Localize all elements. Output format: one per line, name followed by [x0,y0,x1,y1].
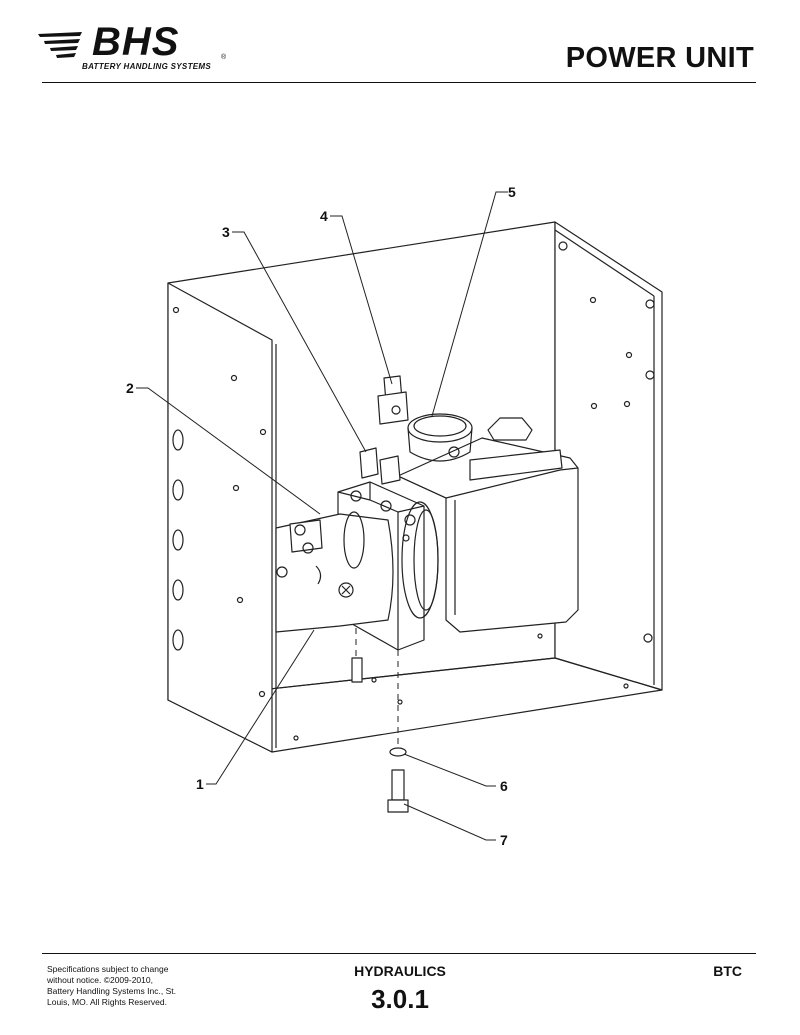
mounting-bolt [387,769,409,813]
logo-registered-mark: ® [221,54,227,61]
logo-tagline: BATTERY HANDLING SYSTEMS [82,62,211,71]
callout-leaders [136,191,508,841]
enclosure-box [167,221,663,753]
footer-disclaimer: Specifications subject to change without… [47,964,176,1007]
speed-lines-icon [38,32,82,58]
footer-divider [42,953,756,954]
alignment-lines [355,628,399,748]
callout-4: 4 [320,208,328,224]
footer-model: BTC [713,963,742,979]
callout-5: 5 [508,184,516,200]
callout-6: 6 [500,778,508,794]
valve-tee [377,375,409,425]
page-title: POWER UNIT [565,42,754,74]
electric-motor [275,511,394,633]
bhs-logo: BHS ® BATTERY HANDLING SYSTEMS [36,18,236,76]
logo-wordmark: BHS [92,20,180,64]
pressure-gauge [407,413,473,462]
callout-1: 1 [196,776,204,792]
footer-page-number: 3.0.1 [371,984,429,1014]
header-divider [42,82,756,83]
hydraulic-fittings [359,447,401,485]
reservoir-tank [397,417,579,633]
power-unit-exploded-drawing: 1 2 3 4 5 6 7 [126,184,663,848]
callout-3: 3 [222,224,230,240]
footer-section-name: HYDRAULICS [354,963,446,979]
callout-2: 2 [126,380,134,396]
callout-7: 7 [500,832,508,848]
washer [389,747,407,757]
dowel-pin [351,657,363,683]
